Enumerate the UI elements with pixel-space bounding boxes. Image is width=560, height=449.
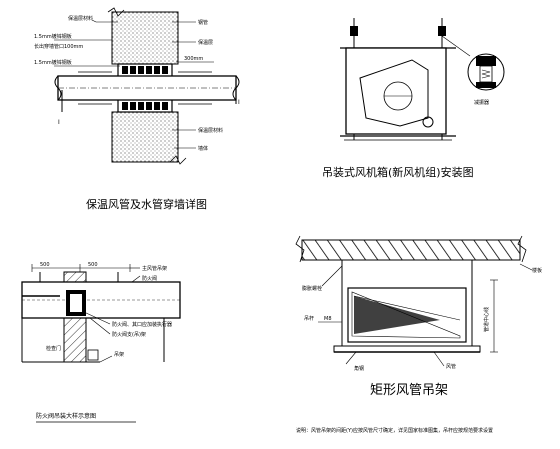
section-mark-right: I bbox=[238, 99, 240, 106]
fan-box-install: 减振器 吊装式风机箱(新风机组)安装图 bbox=[322, 18, 505, 179]
label-m8: M8 bbox=[324, 316, 332, 322]
fire-duct bbox=[21, 281, 181, 319]
dim-2: 500 bbox=[88, 262, 98, 268]
fire-damper-hanging: 500 500 主风管吊架 防火阀 防火阀、其口应加装执行器 防火阀支(吊)架 … bbox=[21, 262, 181, 423]
label-damper-support: 防火阀支(吊)架 bbox=[112, 331, 146, 338]
label-pipe: 钢管 bbox=[198, 19, 208, 26]
label-slab: 楼板 bbox=[532, 267, 542, 274]
dim-1: 500 bbox=[40, 262, 50, 268]
duct-hanger-note: 说明：风管吊架的间距(Y)应按风管尺寸确定，详见国家标准图集，吊杆应按规范要求设… bbox=[296, 427, 493, 434]
label-access-door: 检查门 bbox=[46, 345, 61, 352]
wall-penetration-detail: I I 保温层材料 1.5mm镀锌钢板 长出穿墙管口100mm 1.5mm镀锌钢… bbox=[34, 7, 240, 211]
label-insul-top: 保温层材料 bbox=[68, 15, 93, 22]
label-damper: 减振器 bbox=[474, 99, 489, 106]
floor-slab bbox=[301, 239, 521, 261]
label-actuator: 防火阀、其口应加装执行器 bbox=[112, 321, 172, 328]
wall-upper bbox=[111, 11, 179, 65]
fire-damper-title: 防火阀吊装大样示意图 bbox=[36, 412, 96, 420]
duct-hanger: 管道中心线 楼板 膨胀螺栓 吊杆 M8 角钢 风管 矩形风管吊架 说明：风管吊架… bbox=[295, 235, 542, 434]
wall-lower bbox=[111, 111, 179, 163]
label-damper: 防火阀 bbox=[142, 275, 157, 282]
fan-box-title: 吊装式风机箱(新风机组)安装图 bbox=[322, 165, 474, 179]
section-mark-left: I bbox=[58, 119, 60, 126]
label-insul: 保温层 bbox=[198, 39, 213, 46]
label-extend: 长出穿墙管口100mm bbox=[34, 43, 83, 50]
label-hanger: 吊架 bbox=[114, 352, 124, 358]
label-galv-2: 1.5mm镀锌钢板 bbox=[34, 59, 72, 66]
label-rod: 吊杆 bbox=[304, 315, 314, 322]
label-angle-steel: 角钢 bbox=[354, 365, 364, 372]
duct-hanger-title: 矩形风管吊架 bbox=[370, 383, 448, 398]
wall-detail-title: 保温风管及水管穿墙详图 bbox=[86, 197, 207, 211]
label-duct: 风管 bbox=[446, 363, 456, 370]
label-anchor-bolt: 膨胀螺栓 bbox=[302, 285, 322, 292]
label-insul-mat: 保温层材料 bbox=[198, 127, 223, 134]
label-main-hanger: 主风管吊架 bbox=[142, 265, 167, 272]
label-galv-1: 1.5mm镀锌钢板 bbox=[34, 33, 72, 40]
label-wall: 墙体 bbox=[198, 145, 208, 152]
label-centerline: 管道中心线 bbox=[483, 307, 490, 332]
label-300mm: 300mm bbox=[184, 56, 203, 62]
